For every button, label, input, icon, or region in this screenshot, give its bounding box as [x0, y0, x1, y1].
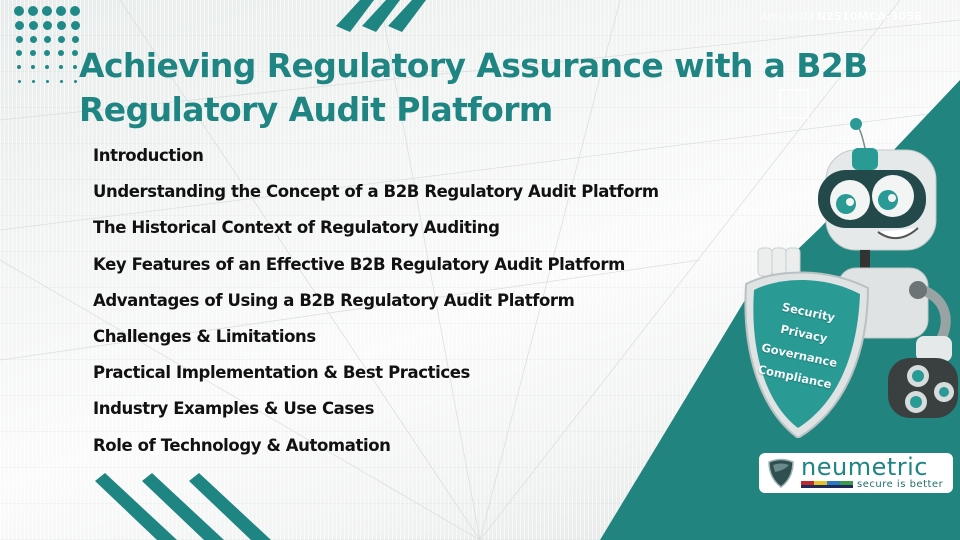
table-of-contents: Introduction Understanding the Concept o…	[93, 138, 659, 464]
toc-item-introduction[interactable]: Introduction	[93, 146, 204, 165]
robot-mascot-icon	[744, 118, 958, 438]
logo-tagline: secure is better	[857, 479, 944, 490]
toc-item-challenges[interactable]: Challenges & Limitations	[93, 327, 316, 347]
logo-shield-icon	[768, 458, 794, 488]
decorative-stripes-top	[336, 0, 426, 32]
toc-item-historical-context[interactable]: The Historical Context of Regulatory Aud…	[93, 218, 500, 238]
article-id: Article ID N2510MCA-3056	[761, 10, 922, 23]
neumetric-logo[interactable]: neumetric secure is better	[759, 453, 953, 493]
logo-color-bar	[801, 481, 853, 488]
toc-item-implementation[interactable]: Practical Implementation & Best Practice…	[93, 363, 470, 383]
page-title: Achieving Regulatory Assurance with a B2…	[79, 44, 879, 132]
toc-item-technology-automation[interactable]: Role of Technology & Automation	[93, 435, 391, 455]
toc-item-industry-examples[interactable]: Industry Examples & Use Cases	[93, 399, 375, 419]
toc-item-advantages[interactable]: Advantages of Using a B2B Regulatory Aud…	[93, 290, 575, 310]
title-line-1: Achieving Regulatory Assurance with a B2…	[79, 46, 868, 85]
title-line-2: Regulatory Audit Platform	[79, 90, 553, 129]
decorative-stripes-bottom	[95, 473, 271, 540]
toc-item-concept[interactable]: Understanding the Concept of a B2B Regul…	[93, 182, 659, 202]
decorative-dot-grid	[12, 4, 82, 88]
article-id-label: Article ID	[760, 10, 814, 23]
toc-item-key-features[interactable]: Key Features of an Effective B2B Regulat…	[93, 254, 625, 274]
article-id-value: N2510MCA-3056	[816, 10, 922, 23]
logo-name: neumetric	[801, 453, 928, 481]
